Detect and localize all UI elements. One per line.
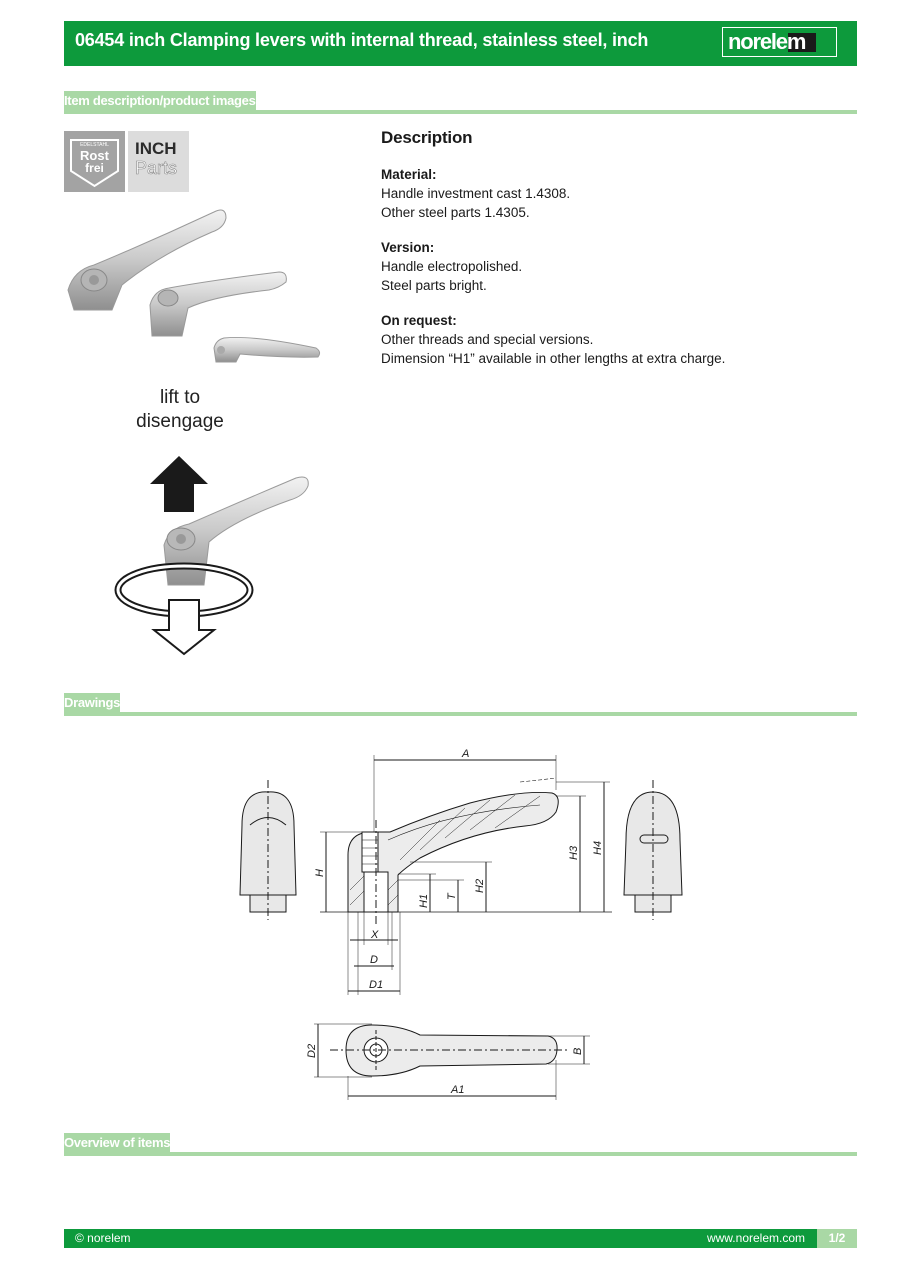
technical-drawing: A H H1 T H2 H3 H4 X D D1 D2 B A1 <box>239 748 683 1100</box>
arrow-down-icon <box>151 599 217 656</box>
badge-top-text: EDELSTAHL <box>80 142 109 148</box>
dim-label-t: T <box>446 892 458 900</box>
norelem-logo: norelem <box>722 27 837 57</box>
dim-label-b: B <box>572 1048 584 1055</box>
section-label-drawings: Drawings <box>64 693 121 712</box>
request-block: On request: Other threads and special ve… <box>381 311 851 368</box>
dim-label-d1: D1 <box>369 979 383 991</box>
dim-label-a: A <box>461 748 469 760</box>
material-block: Material: Handle investment cast 1.4308.… <box>381 165 851 222</box>
request-label: On request: <box>381 313 457 328</box>
inch-title: INCH <box>135 139 177 158</box>
dim-label-h1: H1 <box>418 894 430 908</box>
page-footer: © norelem www.norelem.com 1/2 <box>64 1229 857 1248</box>
dim-label-h3: H3 <box>568 845 580 860</box>
logo-accent <box>788 33 816 52</box>
dim-label-h4: H4 <box>592 841 604 855</box>
footer-copyright: © norelem <box>75 1231 131 1245</box>
page-title: 06454 inch Clamping levers with internal… <box>75 30 649 50</box>
inch-parts-badge: INCH Parts <box>128 131 189 192</box>
request-line-1: Other threads and special versions. <box>381 332 594 347</box>
lift-instruction: lift to disengage <box>120 386 240 434</box>
right-side-view <box>623 780 683 920</box>
dim-label-x: X <box>370 929 379 941</box>
version-line-2: Steel parts bright. <box>381 278 487 293</box>
footer-page-number: 1/2 <box>817 1229 857 1248</box>
dim-label-d: D <box>370 954 378 966</box>
version-block: Version: Handle electropolished. Steel p… <box>381 238 851 295</box>
request-line-2: Dimension “H1” available in other length… <box>381 351 726 366</box>
top-view <box>314 1023 590 1100</box>
material-line-1: Handle investment cast 1.4308. <box>381 186 571 201</box>
description-panel: Description Material: Handle investment … <box>381 128 851 384</box>
lever-large-icon <box>67 209 227 311</box>
section-label-product-images: Item description/product images <box>64 91 256 110</box>
logo-text: norelem <box>728 29 806 54</box>
stainless-steel-badge: EDELSTAHL Rost frei <box>64 131 125 192</box>
inch-sub: Parts <box>135 158 178 179</box>
front-section-view <box>320 755 612 995</box>
rostfrei-shield-icon: EDELSTAHL Rost frei <box>70 139 119 188</box>
material-line-2: Other steel parts 1.4305. <box>381 205 530 220</box>
product-photo <box>67 209 321 363</box>
lever-small-icon <box>213 336 321 363</box>
description-heading: Description <box>381 128 473 147</box>
badge-frei-text: frei <box>85 161 104 175</box>
lift-line-2: disengage <box>136 411 224 432</box>
page-header: 06454 inch Clamping levers with internal… <box>64 21 857 66</box>
disengage-illustration <box>114 456 309 656</box>
footer-website-link[interactable]: www.norelem.com <box>706 1231 805 1245</box>
dim-label-a1: A1 <box>450 1084 464 1096</box>
material-label: Material: <box>381 167 437 182</box>
arrow-up-icon <box>150 456 208 512</box>
section-divider <box>64 1152 857 1156</box>
version-label: Version: <box>381 240 435 255</box>
dim-label-d2: D2 <box>306 1044 318 1058</box>
version-line-1: Handle electropolished. <box>381 259 523 274</box>
lever-rotation-icon <box>163 476 309 586</box>
lever-medium-icon <box>149 271 287 337</box>
dim-label-h2: H2 <box>474 879 486 893</box>
badge-rost-text: Rost <box>80 148 110 163</box>
section-label-overview: Overview of items <box>64 1133 171 1152</box>
section-divider <box>64 110 857 114</box>
dim-label-h: H <box>314 869 326 877</box>
lift-line-1: lift to <box>159 387 201 408</box>
section-divider <box>64 712 857 716</box>
left-side-view <box>239 780 297 920</box>
